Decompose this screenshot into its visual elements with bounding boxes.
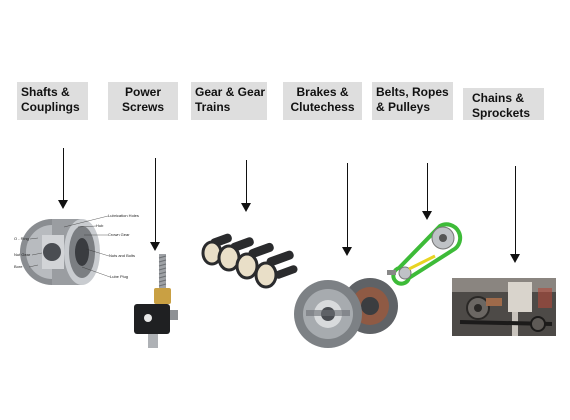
label-shafts-couplings: Shafts & Couplings xyxy=(17,82,88,120)
label-line: Power xyxy=(124,85,161,99)
label-line: Trains xyxy=(195,100,231,114)
callout-nuts-bolts: Nuts and Bolts xyxy=(109,253,135,258)
label-line: Chains & xyxy=(472,91,525,105)
arrow-screws xyxy=(150,158,160,251)
label-line: Shafts & xyxy=(21,85,70,99)
arrow-belts xyxy=(422,163,432,220)
label-line: Clutechess xyxy=(290,100,355,114)
gear-coupling-image: Lubrication Holes Hub Crown Gear Nuts an… xyxy=(14,213,139,285)
label-chains-sprockets: Chains & Sprockets xyxy=(463,88,544,120)
gear-train-image xyxy=(201,233,298,289)
label-gear-trains: Gear & Gear Trains xyxy=(191,82,267,120)
label-line: Gear & Gear xyxy=(195,85,266,99)
callout-lubrication-holes: Lubrication Holes xyxy=(108,213,139,218)
label-brakes-clutches: Brakes & Clutechess xyxy=(283,82,362,120)
label-line: Couplings xyxy=(21,100,80,114)
label-line: & Pulleys xyxy=(376,100,431,114)
brakes-clutches-image xyxy=(294,278,398,348)
label-line: Sprockets xyxy=(472,106,531,120)
label-line: Belts, Ropes xyxy=(376,85,449,99)
arrow-gears xyxy=(241,160,251,212)
callout-bore: Bore xyxy=(14,264,23,269)
chain-sprocket-image xyxy=(452,278,556,336)
label-line: Brakes & xyxy=(296,85,349,99)
arrow-brakes xyxy=(342,163,352,256)
power-screw-image xyxy=(134,254,178,348)
label-power-screws: Power Screws xyxy=(108,82,178,120)
callout-hub: Hub xyxy=(96,223,104,228)
callout-nut-gear: Nut Gear xyxy=(14,252,31,257)
callout-crown-gear: Crown Gear xyxy=(108,232,130,237)
arrow-shafts xyxy=(58,148,68,209)
callout-lube-plug: Lube Plug xyxy=(110,274,128,279)
label-belts-ropes-pulleys: Belts, Ropes & Pulleys xyxy=(372,82,453,120)
callout-o-ring: O - Ring xyxy=(14,236,29,241)
arrow-chains xyxy=(510,166,520,263)
belt-pulley-image xyxy=(387,222,463,286)
label-line: Screws xyxy=(121,100,165,114)
